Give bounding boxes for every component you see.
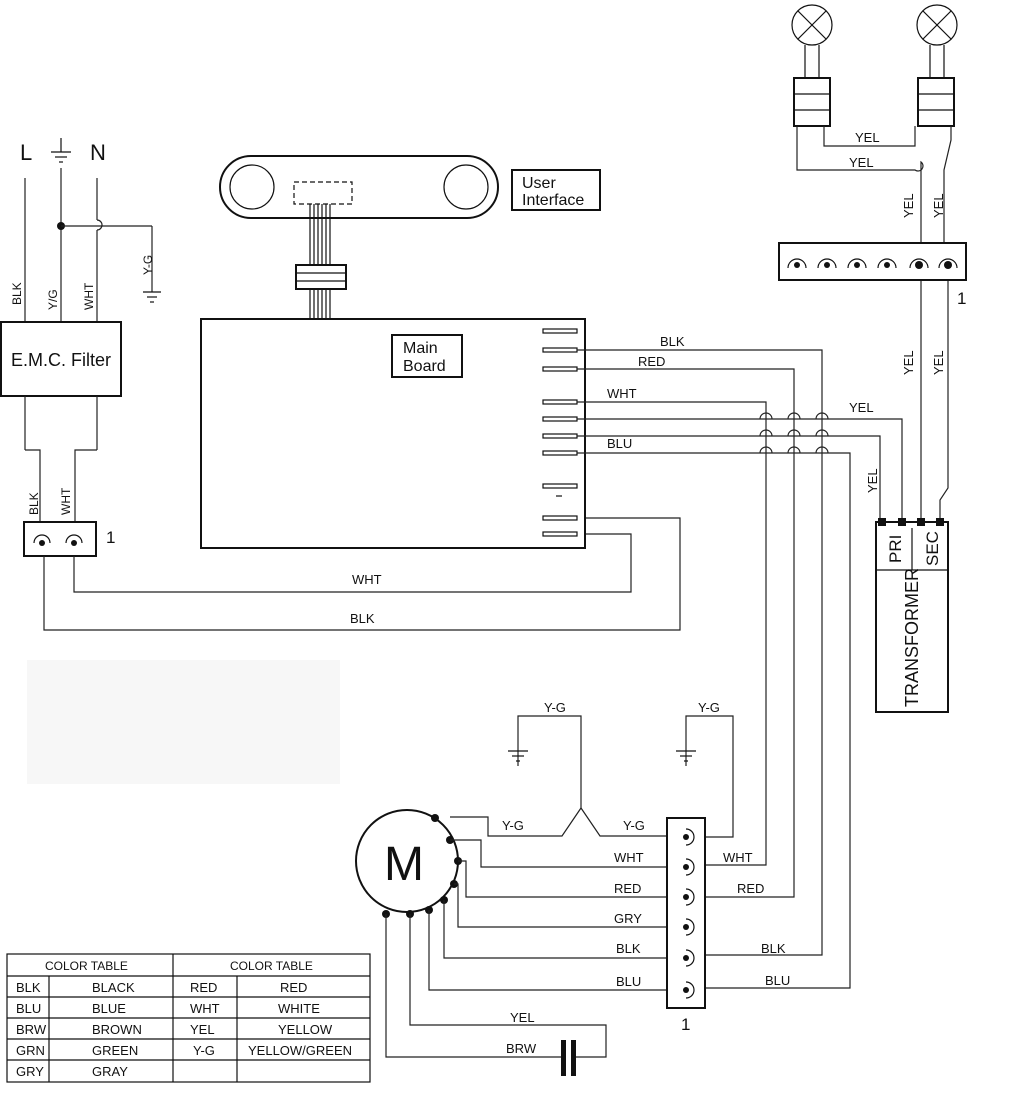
lamp-left xyxy=(791,4,833,127)
wire-label-blu-motor-r: BLU xyxy=(765,973,790,988)
wire-label-yg: Y/G xyxy=(46,289,60,310)
ct-name2-1: WHITE xyxy=(278,1001,320,1016)
blank-area xyxy=(27,660,340,784)
wire-label-yel-lamp-6: YEL xyxy=(931,350,946,375)
wire-label-yel-board: YEL xyxy=(849,400,874,415)
wire-label-red-board: RED xyxy=(638,354,665,369)
main-board-label-1: Main xyxy=(403,340,438,357)
transformer-sec: SEC xyxy=(923,531,942,566)
ct-name1-1: BLUE xyxy=(92,1001,126,1016)
wire-label-blk-board: BLK xyxy=(660,334,685,349)
motor: M xyxy=(355,809,462,918)
wire-label-yel-motor: YEL xyxy=(510,1010,535,1025)
ct-name1-4: GRAY xyxy=(92,1064,128,1079)
ct-code1-0: BLK xyxy=(16,980,41,995)
line-L-label: L xyxy=(20,140,32,165)
wire-label-gry-motor: GRY xyxy=(614,911,642,926)
wire-label-yg-motor-1: Y-G xyxy=(544,700,566,715)
ct-code1-2: BRW xyxy=(16,1022,47,1037)
wire-label-yel-board-2: YEL xyxy=(865,468,880,493)
wire-label-wht-2: WHT xyxy=(59,487,73,515)
ct-code2-1: WHT xyxy=(190,1001,220,1016)
wire-label-yel-lamp-1: YEL xyxy=(855,130,880,145)
ct-code2-3: Y-G xyxy=(193,1043,215,1058)
capacitor-plate-2 xyxy=(571,1040,576,1076)
transformer-label: TRANSFORMER xyxy=(902,568,922,707)
main-board: Main Board xyxy=(200,318,586,549)
user-interface-panel: User Interface xyxy=(219,155,601,219)
wire-label-wht-board: WHT xyxy=(607,386,637,401)
color-table-header-right: COLOR TABLE xyxy=(230,959,313,973)
wire-label-y-g: Y-G xyxy=(141,255,155,275)
user-interface-label-1: User xyxy=(522,175,556,192)
transformer-pri: PRI xyxy=(886,535,905,563)
motor-connector-block: 1 xyxy=(666,817,706,1034)
supply-terminals: L N xyxy=(20,138,106,165)
wire-label-blk: BLK xyxy=(10,282,24,305)
capacitor-plate-1 xyxy=(561,1040,566,1076)
wire-label-blu-board: BLU xyxy=(607,436,632,451)
lamp-connector-block: 1 xyxy=(778,242,967,308)
motor-ground-wires xyxy=(450,715,734,838)
ground-symbol-motor-1 xyxy=(508,750,528,762)
wire-label-red-motor-r: RED xyxy=(737,881,764,896)
motor-block-number: 1 xyxy=(681,1015,690,1034)
color-table: COLOR TABLE COLOR TABLE BLK BLACK RED RE… xyxy=(6,953,371,1083)
wire-label-yel-lamp-3: YEL xyxy=(901,193,916,218)
lamp-wires xyxy=(796,126,952,522)
wire-label-wht-motor: WHT xyxy=(614,850,644,865)
wire-label-blu-motor: BLU xyxy=(616,974,641,989)
color-table-header-left: COLOR TABLE xyxy=(45,959,128,973)
left-connector: 1 xyxy=(23,521,115,557)
wire-label-blk-motor: BLK xyxy=(616,941,641,956)
user-interface-label-2: Interface xyxy=(522,192,584,209)
wire-label-blk-bottom: BLK xyxy=(350,611,375,626)
wire-label-wht-motor-r: WHT xyxy=(723,850,753,865)
ground-symbol-supply xyxy=(51,138,71,163)
wire-label-yg-motor-4: Y-G xyxy=(623,818,645,833)
wire-label-yg-motor-2: Y-G xyxy=(698,700,720,715)
ground-symbol-motor-2 xyxy=(676,750,696,762)
wire-label-red-motor: RED xyxy=(614,881,641,896)
wire-label-yel-lamp-4: YEL xyxy=(931,193,946,218)
lamp-block-number: 1 xyxy=(957,289,966,308)
emc-filter-label: E.M.C. Filter xyxy=(11,350,111,370)
wire-label-blk-2: BLK xyxy=(27,492,41,515)
transformer: PRI SEC TRANSFORMER xyxy=(875,518,949,713)
ct-name1-2: BROWN xyxy=(92,1022,142,1037)
main-board-label-2: Board xyxy=(403,358,446,375)
wire-label-yel-lamp-5: YEL xyxy=(901,350,916,375)
board-wires xyxy=(577,349,903,989)
ct-code1-3: GRN xyxy=(16,1043,45,1058)
motor-label: M xyxy=(384,838,424,891)
left-connector-number: 1 xyxy=(106,528,115,547)
supply-wires xyxy=(24,168,161,322)
wire-label-yg-motor-3: Y-G xyxy=(502,818,524,833)
wire-label-wht-bottom: WHT xyxy=(352,572,382,587)
emc-filter: E.M.C. Filter xyxy=(0,321,122,397)
ct-name2-2: YELLOW xyxy=(278,1022,333,1037)
ct-code2-0: RED xyxy=(190,980,217,995)
neutral-N-label: N xyxy=(90,140,106,165)
ct-code1-4: GRY xyxy=(16,1064,44,1079)
ct-name2-0: RED xyxy=(280,980,307,995)
wire-label-yel-lamp-2: YEL xyxy=(849,155,874,170)
wire-label-brw-motor: BRW xyxy=(506,1041,537,1056)
ct-code1-1: BLU xyxy=(16,1001,41,1016)
wire-label-wht: WHT xyxy=(82,282,96,310)
motor-wires xyxy=(385,839,688,1076)
lamp-right xyxy=(916,4,958,127)
ct-name1-3: GREEN xyxy=(92,1043,138,1058)
ct-name2-3: YELLOW/GREEN xyxy=(248,1043,352,1058)
wire-label-blk-motor-r: BLK xyxy=(761,941,786,956)
ground-symbol-yg xyxy=(143,291,161,303)
ct-name1-0: BLACK xyxy=(92,980,135,995)
ct-code2-2: YEL xyxy=(190,1022,215,1037)
